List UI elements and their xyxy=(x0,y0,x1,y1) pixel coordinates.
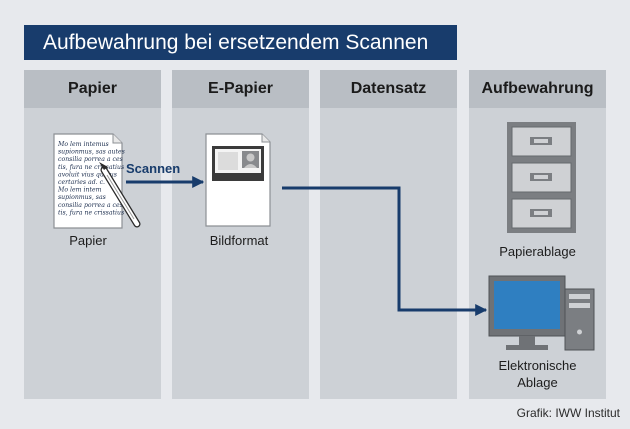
pen-icon xyxy=(99,162,141,228)
column-header: E-Papier xyxy=(172,70,309,108)
papier-label: Papier xyxy=(69,233,107,248)
computer-icon xyxy=(488,275,595,351)
column-header: Aufbewahrung xyxy=(469,70,606,108)
paper-text-line: consilia porrea a ces xyxy=(58,156,123,163)
paper-text-line: tis, fura ne crissatius xyxy=(58,164,124,171)
column-header: Datensatz xyxy=(320,70,457,108)
elektronische-ablage-label: Elektronische Ablage xyxy=(469,357,606,391)
paper-text-line: Mo lem intemus xyxy=(57,141,109,148)
data-flow-arrow xyxy=(282,186,488,316)
bildformat-label: Bildformat xyxy=(209,233,269,248)
papierablage-label: Papierablage xyxy=(499,244,576,259)
column-e-papier: E-Papier xyxy=(172,70,309,399)
credit-text: Grafik: IWW Institut xyxy=(516,406,620,420)
column-header: Papier xyxy=(24,70,161,108)
paper-text-line: Mo lem intem xyxy=(57,187,102,194)
filing-cabinet-icon xyxy=(507,122,576,233)
paper-text-line: supionmus, sas xyxy=(58,194,106,201)
paper-text-line: consilia porrea a ces xyxy=(58,202,123,209)
paper-text-line: avoluit vius quilius xyxy=(58,171,117,178)
column-datensatz: Datensatz xyxy=(320,70,457,399)
paper-text-line: supionmus, sas autes xyxy=(58,149,125,156)
elektronische-ablage-line-1: Elektronische xyxy=(498,358,577,373)
paper-text-line: certaries ad. c. xyxy=(58,179,105,186)
scan-arrow-label: Scannen xyxy=(126,161,181,176)
column-papier: Papier xyxy=(24,70,161,399)
paper-text-line: tis, fura ne crissatius xyxy=(58,209,124,216)
elektronische-ablage-line-2: Ablage xyxy=(517,375,558,390)
diagram-title: Aufbewahrung bei ersetzendem Scannen xyxy=(24,25,457,60)
scanned-image-icon xyxy=(205,133,271,227)
